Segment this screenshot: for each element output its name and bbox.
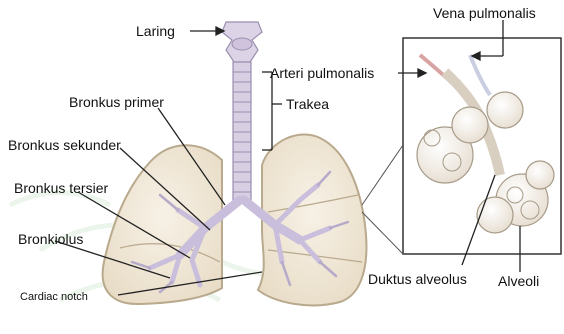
larynx	[222, 22, 262, 62]
alveoli-inset	[403, 38, 561, 254]
label-vena-pulmonalis: Vena pulmonalis	[433, 5, 536, 21]
label-bronkus-sekunder: Bronkus sekunder	[8, 137, 121, 153]
inset-connector-top	[362, 145, 403, 205]
inset-connector-bottom	[362, 212, 403, 254]
label-alveoli: Alveoli	[498, 273, 539, 289]
label-bronkus-tersier: Bronkus tersier	[14, 180, 108, 196]
label-bronkus-primer: Bronkus primer	[69, 94, 164, 110]
label-trakea: Trakea	[286, 96, 329, 112]
label-laring: Laring	[136, 23, 175, 39]
label-cardiac-notch: Cardiac notch	[20, 289, 88, 305]
label-duktus-alveolus: Duktus alveolus	[368, 271, 467, 287]
trachea	[233, 62, 251, 202]
label-bronkiolus: Bronkiolus	[18, 231, 83, 247]
label-arteri-pulmonalis: Arteri pulmonalis	[270, 65, 374, 81]
